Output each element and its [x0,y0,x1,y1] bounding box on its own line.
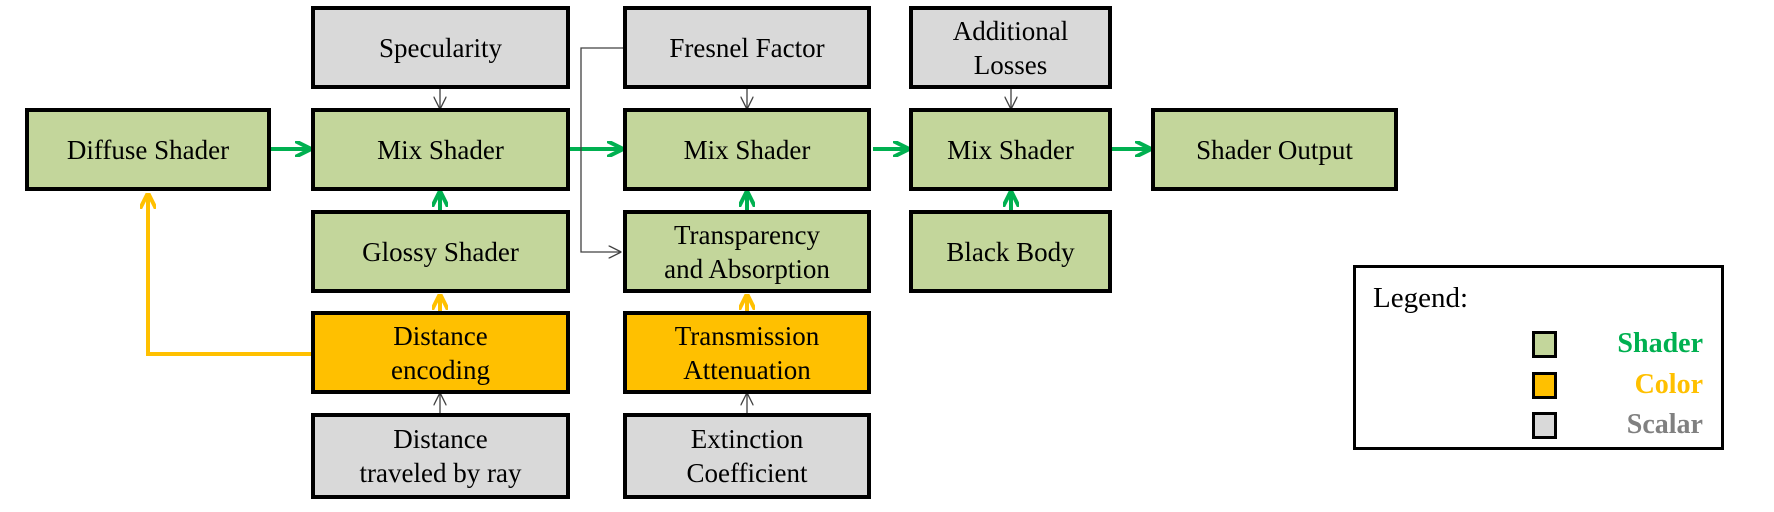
legend: Legend: Shader Color Scalar [1353,265,1724,450]
legend-row-scalar: Scalar [1532,407,1703,443]
legend-swatch-scalar [1532,411,1557,439]
specularity-label: Specularity [379,32,502,63]
transmission-attenuation-label: Transmission Attenuation [674,320,820,385]
glossy-shader-label: Glossy Shader [362,236,519,267]
legend-title: Legend: [1373,282,1469,314]
legend-label-color: Color [1634,369,1703,400]
additional-losses-label: Additional Losses [952,15,1069,80]
arrow-fresnel-to-transparency [580,47,623,252]
shader-output-node: Shader Output [1151,108,1398,191]
legend-label-shader: Shader [1617,328,1703,359]
legend-swatch-shader [1532,330,1557,358]
arrow-distance-to-diffuse [148,196,311,356]
mix-shader-2-node: Mix Shader [623,108,871,191]
transparency-absorption-label: Transparency and Absorption [664,219,830,284]
diffuse-shader-label: Diffuse Shader [66,134,230,165]
mix-shader-1-label: Mix Shader [377,134,504,165]
specularity-node: Specularity [311,6,570,89]
distance-encoding-label: Distance encoding [391,320,490,385]
distance-traveled-node: Distance traveled by ray [311,413,570,499]
fresnel-factor-label: Fresnel Factor [669,32,825,63]
legend-row-color: Color [1532,367,1703,403]
legend-row-shader: Shader [1532,326,1703,362]
glossy-shader-node: Glossy Shader [311,210,570,293]
distance-traveled-label: Distance traveled by ray [359,424,522,488]
extinction-coefficient-label: Extinction Coefficient [686,424,808,488]
legend-label-scalar: Scalar [1626,409,1703,440]
mix-shader-1-node: Mix Shader [311,108,570,191]
legend-swatch-color [1532,371,1557,399]
mix-shader-2-label: Mix Shader [683,134,811,165]
extinction-coefficient-node: Extinction Coefficient [623,413,871,499]
black-body-label: Black Body [946,236,1075,267]
distance-encoding-node: Distance encoding [311,311,570,394]
transparency-absorption-node: Transparency and Absorption [623,210,871,293]
mix-shader-3-label: Mix Shader [947,134,1074,165]
transmission-attenuation-node: Transmission Attenuation [623,311,871,394]
mix-shader-3-node: Mix Shader [909,108,1112,191]
additional-losses-node: Additional Losses [909,6,1112,89]
fresnel-factor-node: Fresnel Factor [623,6,871,89]
black-body-node: Black Body [909,210,1112,293]
shader-output-label: Shader Output [1196,134,1353,165]
diffuse-shader-node: Diffuse Shader [25,108,271,191]
